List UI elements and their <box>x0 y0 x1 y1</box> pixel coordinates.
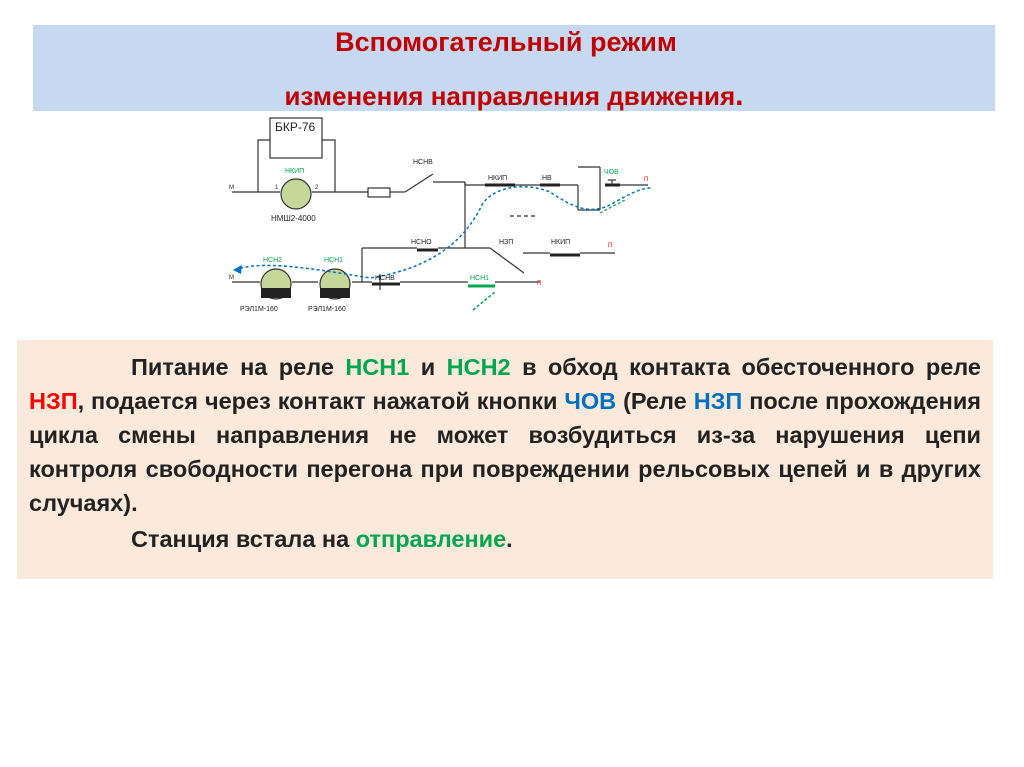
title-banner: Вспомогательный режим изменения направле… <box>33 25 995 113</box>
label-rel1: РЭЛ1М-160 <box>240 306 278 313</box>
description-box: Питание на реле НСН1 и НСН2 в обход конт… <box>17 340 993 579</box>
p1-text-f: после прохождения цикла смены направлени… <box>29 388 981 516</box>
label-pin1: 1 <box>275 185 279 191</box>
p1-nzp-2: НЗП <box>693 388 743 414</box>
nsn1-relay-base <box>320 288 350 298</box>
label-nkip-contact: НКИП <box>488 175 507 182</box>
label-m: М <box>229 185 234 191</box>
label-nsnv-top: НСНВ <box>413 159 433 166</box>
label-nsn1: НСН1 <box>324 257 343 264</box>
current-arrow <box>233 265 242 274</box>
p1-text-b: и <box>409 354 447 380</box>
p1-text-a: Питание на реле <box>131 354 346 380</box>
label-p-low: П <box>537 281 541 287</box>
resistor <box>367 187 391 198</box>
label-nzp: НЗП <box>499 239 513 246</box>
title-line-2-text: изменения направления движения <box>284 81 736 111</box>
label-nkip-relay: НКИП <box>285 168 304 175</box>
nkip-relay <box>280 178 312 210</box>
p1-text-e: (Реле <box>616 388 694 414</box>
label-nkip-right: НКИП <box>551 239 570 246</box>
label-m-low: М <box>229 275 234 281</box>
label-rel2: РЭЛ1М-160 <box>308 306 346 313</box>
p1-nzp: НЗП <box>29 388 78 414</box>
title-line-1: Вспомогательный режим <box>335 27 677 57</box>
p2-otpravlenie: отправление <box>355 526 507 552</box>
p1-nsn2: НСН2 <box>446 354 511 380</box>
label-nsnv-low: НСНВ <box>375 275 395 282</box>
p1-chov: ЧОВ <box>564 388 617 414</box>
title-line-2: изменения направления движения. <box>33 79 995 113</box>
circuit-diagram: БКР-76 НКИП НМШ2-4000 М 1 2 НСНВ НКИП НВ… <box>229 117 653 313</box>
nsn2-relay-base <box>261 288 291 298</box>
bkr-block <box>269 117 323 159</box>
label-nsn2: НСН2 <box>263 257 282 264</box>
title-line-2-period: . <box>735 79 744 112</box>
p1-text-d: , подается через контакт нажатой кнопки <box>77 388 565 414</box>
label-bkr: БКР-76 <box>275 120 316 134</box>
label-nmsh: НМШ2-4000 <box>271 214 316 223</box>
paragraph-2: Станция встала на отправление. <box>29 522 981 556</box>
p1-nsn1: НСН1 <box>345 354 410 380</box>
p1-text-c: в обход контакта обесточенного реле <box>510 354 981 380</box>
label-chov: ЧОВ <box>604 169 619 176</box>
label-p-right: П <box>608 243 612 249</box>
paragraph-1: Питание на реле НСН1 и НСН2 в обход конт… <box>29 350 981 520</box>
current-path <box>234 185 653 279</box>
label-nsno: НСНО <box>411 239 432 246</box>
p2-text-a: Станция встала на <box>131 526 356 552</box>
label-p-top: П <box>644 177 648 183</box>
p2-text-b: . <box>506 526 513 552</box>
label-nsn1-contact: НСН1 <box>470 275 489 282</box>
label-nv: НВ <box>542 175 552 182</box>
label-pin2: 2 <box>315 185 319 191</box>
